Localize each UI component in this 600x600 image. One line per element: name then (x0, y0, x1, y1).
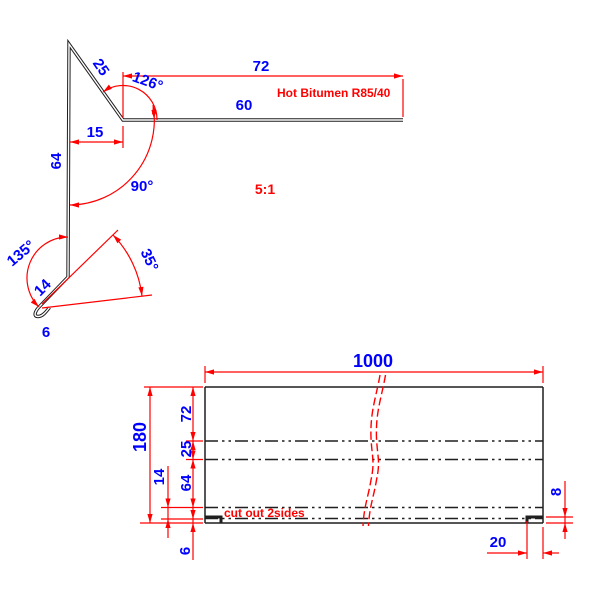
development-view: 1000 180 72 25 64 14 6 8 20 cut out 2sid… (130, 351, 573, 560)
profile-geometry (33, 38, 403, 319)
dim-label-fold-1: 72 (178, 406, 195, 423)
cutout-left (205, 515, 223, 523)
dim-label-flange-overall: 72 (253, 58, 270, 75)
dim-label-hem: 6 (42, 324, 50, 341)
dim-label-height-overall: 180 (130, 422, 150, 452)
development-geometry (204, 386, 544, 524)
dim-label-notch-height: 8 (548, 488, 565, 496)
profile-view: 72 60 25 126° 15 64 90° 135° 14 6 35° Ho… (4, 38, 404, 341)
angle-label-top-bend: 126° (130, 68, 165, 95)
dim-label-fold-5: 6 (177, 547, 194, 555)
cutout-right (525, 515, 543, 523)
cutout-note: cut out 2sides (224, 506, 305, 520)
dim-label-flange-inner: 60 (236, 97, 253, 114)
scale-label: 5:1 (255, 181, 275, 197)
dim-label-web: 64 (48, 152, 65, 169)
break-line (362, 374, 387, 527)
angle-label-kick: 135° (4, 237, 39, 270)
profile-outline (33, 38, 403, 319)
dim-label-offset: 15 (87, 124, 104, 141)
angle-label-web-flange: 90° (131, 178, 154, 195)
material-note: Hot Bitumen R85/40 (277, 86, 391, 100)
angle-label-hem: 35° (137, 246, 162, 274)
dim-label-fold-3: 64 (178, 474, 195, 491)
profile-dimensions (26, 72, 404, 309)
dim-label-fold-4: 14 (151, 468, 168, 485)
dim-label-length: 1000 (353, 351, 393, 371)
profile-outline-core (34, 41, 403, 318)
dim-label-top-fold: 25 (89, 56, 112, 79)
dim-label-notch-width: 20 (490, 534, 507, 551)
development-dimensions (140, 366, 573, 560)
dim-label-fold-2: 25 (178, 441, 195, 458)
